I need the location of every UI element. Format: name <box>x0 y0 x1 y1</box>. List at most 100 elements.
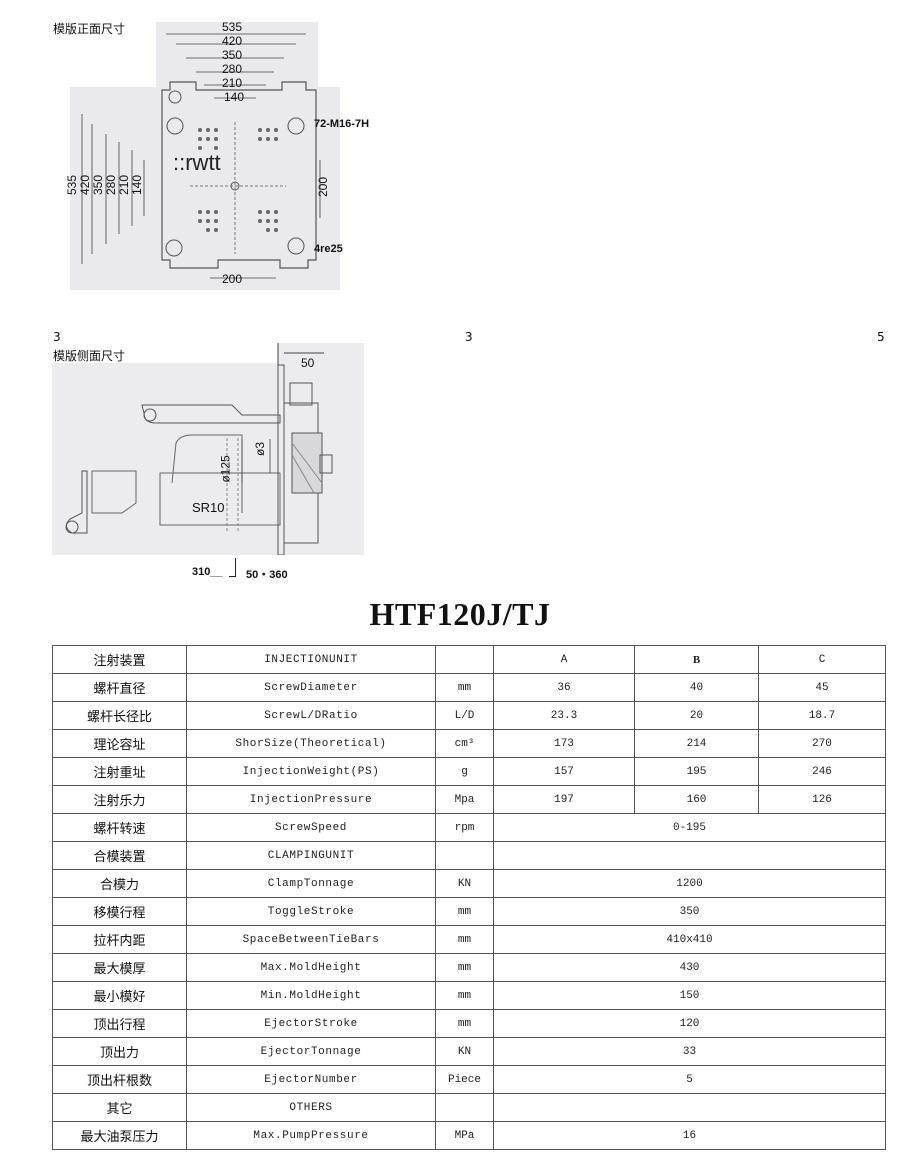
param-unit: mm <box>435 981 494 1010</box>
param-name-zh: 螺杆长径比 <box>52 701 187 730</box>
param-unit <box>435 1093 494 1122</box>
param-name-en: EjectorNumber <box>186 1065 436 1094</box>
param-name-en: SpaceBetweenTieBars <box>186 925 436 954</box>
value-col-b: 195 <box>634 757 759 786</box>
param-name-zh: 注射装置 <box>52 645 187 674</box>
side-view-drawing <box>52 343 364 556</box>
label-hole: 4re25 <box>314 243 343 255</box>
front-view-drawing <box>70 22 345 290</box>
param-value: 350 <box>493 897 886 926</box>
param-name-en: INJECTIONUNIT <box>186 645 436 674</box>
param-name-zh: 顶出杆根数 <box>52 1065 187 1094</box>
param-name-zh: 螺杆转速 <box>52 813 187 842</box>
value-col-a: 36 <box>493 673 635 702</box>
dim-left-140: 140 <box>130 174 145 196</box>
param-unit: Piece <box>435 1065 494 1094</box>
value-col-b: 20 <box>634 701 759 730</box>
param-name-zh: 顶出力 <box>52 1037 187 1066</box>
param-name-zh: 合模装置 <box>52 841 187 870</box>
value-col-c: 246 <box>758 757 886 786</box>
param-name-zh: 最大油泵压力 <box>52 1121 187 1150</box>
dim-left-535: 535 <box>65 174 80 196</box>
param-name-en: InjectionWeight(PS) <box>186 757 436 786</box>
param-value: 150 <box>493 981 886 1010</box>
param-name-zh: 其它 <box>52 1093 187 1122</box>
param-name-en: InjectionPressure <box>186 785 436 814</box>
param-name-en: Max.PumpPressure <box>186 1121 436 1150</box>
param-name-en: ShorSize(Theoretical) <box>186 729 436 758</box>
param-name-en: ToggleStroke <box>186 897 436 926</box>
side-bottom-right-dim: 50・360 <box>246 569 288 581</box>
value-col-c: 126 <box>758 785 886 814</box>
param-name-en: OTHERS <box>186 1093 436 1122</box>
param-unit: mm <box>435 953 494 982</box>
dim-top-280: 280 <box>222 62 243 76</box>
param-unit: MPa <box>435 1121 494 1150</box>
param-name-en: EjectorStroke <box>186 1009 436 1038</box>
label-center: ::rwtt <box>173 150 221 175</box>
param-unit: KN <box>435 869 494 898</box>
dim-top-350: 350 <box>222 48 243 62</box>
param-value: 1200 <box>493 869 886 898</box>
param-name-en: Max.MoldHeight <box>186 953 436 982</box>
param-unit: KN <box>435 1037 494 1066</box>
param-name-en: CLAMPINGUNIT <box>186 841 436 870</box>
param-name-en: Min.MoldHeight <box>186 981 436 1010</box>
side-view-caption: 模版侧面尺寸 <box>53 349 126 363</box>
param-unit: mm <box>435 1009 494 1038</box>
value-col-b: B <box>634 645 759 674</box>
front-view-caption: 模版正面尺寸 <box>53 22 126 36</box>
param-name-zh: 移模行程 <box>52 897 187 926</box>
side-dim-dia3: ø3 <box>253 441 268 457</box>
page-number-left: 3 <box>53 330 61 344</box>
param-unit: L/D <box>435 701 494 730</box>
side-bottom-left-dim: 310__ <box>192 566 223 578</box>
side-bottom-bracket <box>229 558 236 577</box>
param-value: 33 <box>493 1037 886 1066</box>
dim-left-210: 210 <box>117 174 132 196</box>
param-name-zh: 注射重址 <box>52 757 187 786</box>
param-unit: cm³ <box>435 729 494 758</box>
param-name-zh: 顶出行程 <box>52 1009 187 1038</box>
dim-left-420: 420 <box>78 174 93 196</box>
param-value: 16 <box>493 1121 886 1150</box>
value-col-a: 157 <box>493 757 635 786</box>
param-name-zh: 注射乐力 <box>52 785 187 814</box>
model-title: HTF120J/TJ <box>369 596 551 632</box>
dim-left-350: 350 <box>91 174 106 196</box>
param-unit <box>435 841 494 870</box>
value-col-c: 18.7 <box>758 701 886 730</box>
param-unit: mm <box>435 673 494 702</box>
dim-top-420: 420 <box>222 34 243 48</box>
param-value <box>493 841 886 870</box>
value-col-a: 173 <box>493 729 635 758</box>
value-col-a: 197 <box>493 785 635 814</box>
dim-top-535: 535 <box>222 20 243 34</box>
page-number-center: 3 <box>465 330 473 344</box>
value-col-b: 214 <box>634 729 759 758</box>
param-value: 430 <box>493 953 886 982</box>
dim-top-140: 140 <box>224 90 245 104</box>
param-name-en: EjectorTonnage <box>186 1037 436 1066</box>
param-name-zh: 理论容址 <box>52 729 187 758</box>
param-unit: g <box>435 757 494 786</box>
value-col-a: A <box>493 645 635 674</box>
param-name-en: ScrewSpeed <box>186 813 436 842</box>
param-name-en: ClampTonnage <box>186 869 436 898</box>
label-thread: 72-M16-7H <box>314 118 370 130</box>
side-dim-sr: SR10 <box>192 500 225 515</box>
param-unit: rpm <box>435 813 494 842</box>
param-value: 120 <box>493 1009 886 1038</box>
